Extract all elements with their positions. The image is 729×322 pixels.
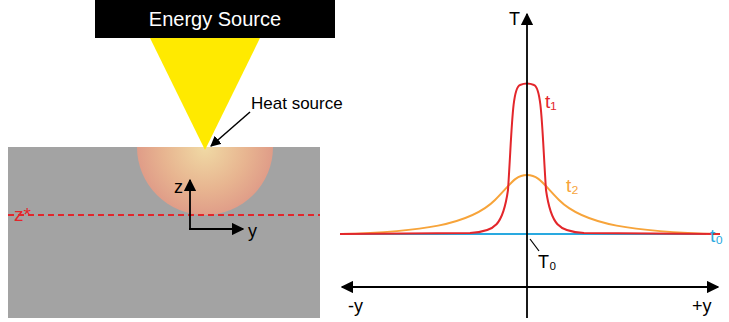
- axis-label: z: [174, 178, 183, 196]
- workpiece: [8, 147, 320, 318]
- curve-label: t₁: [545, 92, 557, 111]
- position-axis: [342, 286, 718, 288]
- source-label: Energy Source: [149, 8, 281, 31]
- callout-label: Heat source: [251, 95, 343, 112]
- energy-beam: [150, 38, 260, 150]
- curve-label: t₂: [566, 176, 579, 195]
- y-axis: [189, 228, 243, 230]
- temperature-axis: [526, 14, 528, 318]
- axis-label: T: [509, 10, 520, 28]
- leader-arrow: [211, 112, 250, 146]
- depth-line: [8, 214, 320, 216]
- axis-label: -y: [348, 297, 363, 315]
- curve-label: t₀: [710, 226, 723, 245]
- axis-label: y: [248, 222, 257, 240]
- leader-line: [530, 239, 539, 251]
- curve-t1: [340, 84, 720, 235]
- melt-pool: [137, 147, 273, 215]
- z-axis: [189, 180, 191, 230]
- depth-label: z*: [14, 205, 31, 224]
- curve-t2: [340, 175, 720, 234]
- source-box: Energy Source: [95, 0, 335, 38]
- axis-label: +y: [692, 297, 712, 315]
- axis-label: T₀: [538, 253, 556, 271]
